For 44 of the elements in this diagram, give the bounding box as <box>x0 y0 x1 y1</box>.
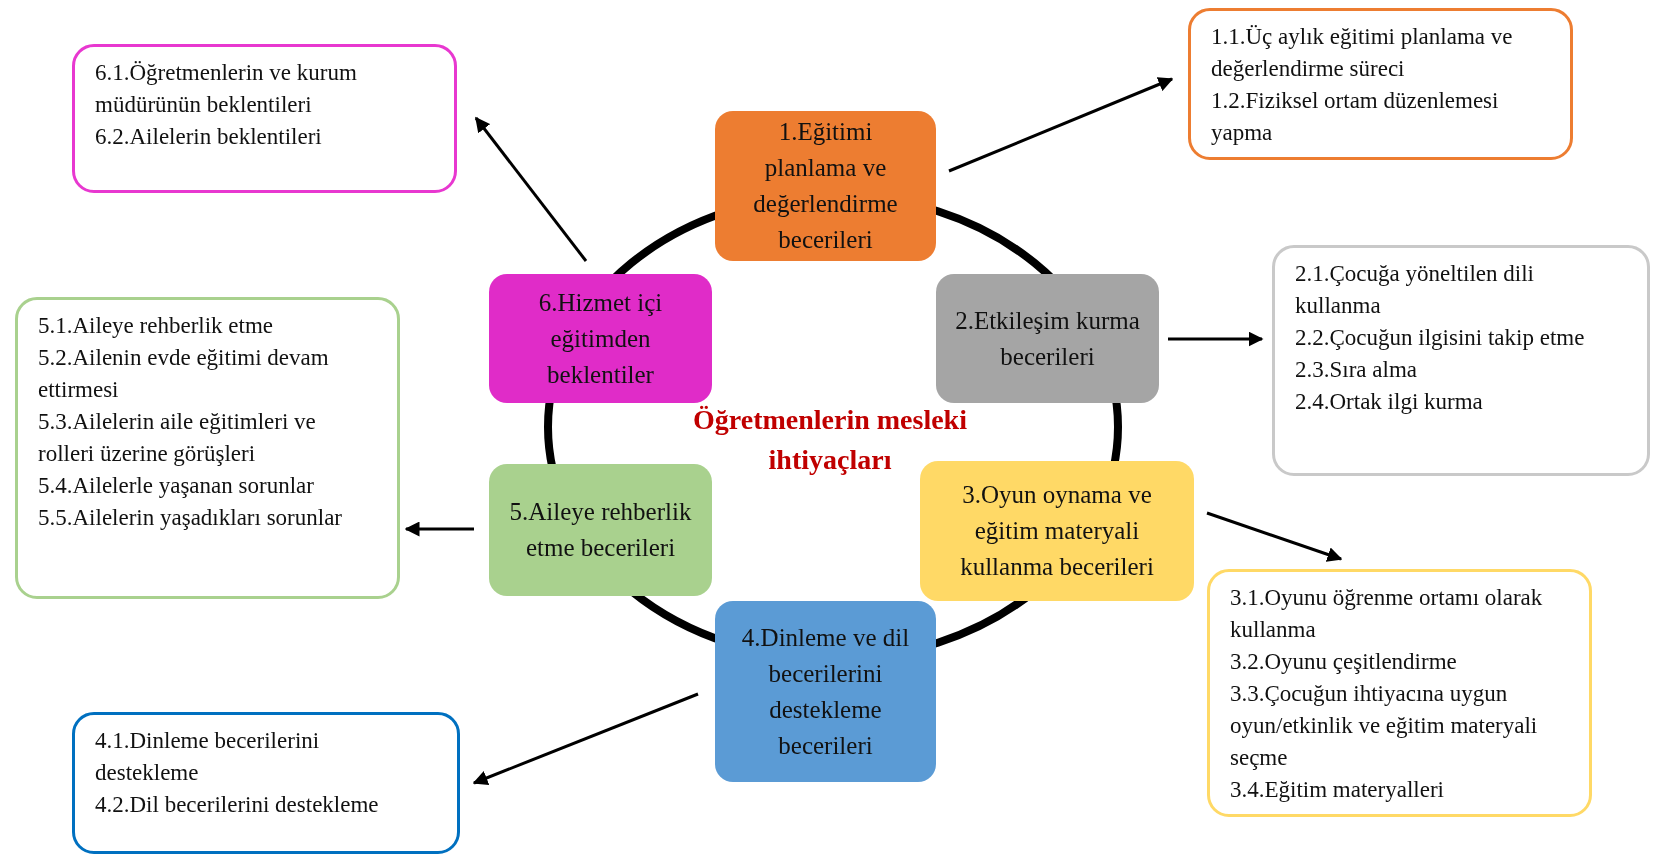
detail-box <box>15 297 400 599</box>
arrow <box>948 77 1174 173</box>
skill-box <box>489 274 712 403</box>
list-item: 2.3.Sıra alma <box>1295 356 1418 384</box>
arrow <box>472 692 699 785</box>
list-item: 4.2.Dil becerilerini destekleme <box>95 791 380 819</box>
list-item: 5.2.Ailenin evde eğitimi devam ettirmesi <box>38 344 330 404</box>
skill-box <box>489 464 712 596</box>
list-item: 1.1.Üç aylık eğitimi planlama ve değerlendirme süreci <box>1211 23 1514 83</box>
list-item: 4.1.Dinleme becerilerini destekleme <box>95 727 321 787</box>
skill-title: 4.Dinleme ve dil becerilerini destekleme becerileri <box>740 622 911 761</box>
list-item: 1.2.Fiziksel ortam düzenlemesi yapma <box>1211 87 1500 147</box>
detail-box <box>72 712 460 854</box>
list-item: 5.5.Ailelerin yaşadıkları sorunlar <box>38 504 344 532</box>
detail-box <box>1207 569 1592 817</box>
detail-box <box>1272 245 1650 476</box>
list-item: 5.1.Aileye rehberlik etme <box>38 312 275 340</box>
list-item: 3.1.Oyunu öğrenme ortamı olarak kullanma <box>1230 584 1544 644</box>
detail-box <box>72 44 457 193</box>
arrow <box>1168 331 1264 347</box>
list-item: 5.3.Ailelerin aile eğitimleri ve rolleri üzerine görüşleri <box>38 408 317 468</box>
detail-box <box>1188 8 1573 160</box>
list-item: 2.4.Ortak ilgi kurma <box>1295 388 1484 416</box>
arrow <box>474 116 588 262</box>
list-item: 6.1.Öğretmenlerin ve kurum müdürünün beklentileri <box>95 59 358 119</box>
list-item: 5.4.Ailelerle yaşanan sorunlar <box>38 472 315 500</box>
list-item: 3.4.Eğitim materyalleri <box>1230 776 1445 804</box>
skill-title: 2.Etkileşim kurma becerileri <box>954 305 1141 372</box>
skill-title: 5.Aileye rehberlik etme becerileri <box>508 497 693 563</box>
skill-title: 1.Eğitimi planlama ve değerlendirme becerileri <box>752 117 899 255</box>
skill-box <box>715 111 936 261</box>
skill-title: 6.Hizmet içi eğitimden beklentiler <box>537 287 664 390</box>
skill-box <box>715 601 936 782</box>
arrow <box>1206 511 1343 562</box>
list-item: 3.2.Oyunu çeşitlendirme <box>1230 648 1458 676</box>
skill-title: 3.Oyun oynama ve eğitim materyali kullanma becerileri <box>959 480 1155 582</box>
skill-box <box>936 274 1159 403</box>
list-item: 6.2.Ailelerin beklentileri <box>95 123 323 151</box>
list-item: 2.2.Çocuğun ilgisini takip etme <box>1295 324 1586 352</box>
center-title: Öğretmenlerin mesleki ihtiyaçları <box>692 403 968 477</box>
skill-box <box>920 461 1194 601</box>
arrow <box>404 521 474 537</box>
list-item: 2.1.Çocuğa yöneltilen dili kullanma <box>1295 260 1535 320</box>
list-item: 3.3.Çocuğun ihtiyacına uygun oyun/etkinlik ve eğitim materyali seçme <box>1230 680 1539 772</box>
